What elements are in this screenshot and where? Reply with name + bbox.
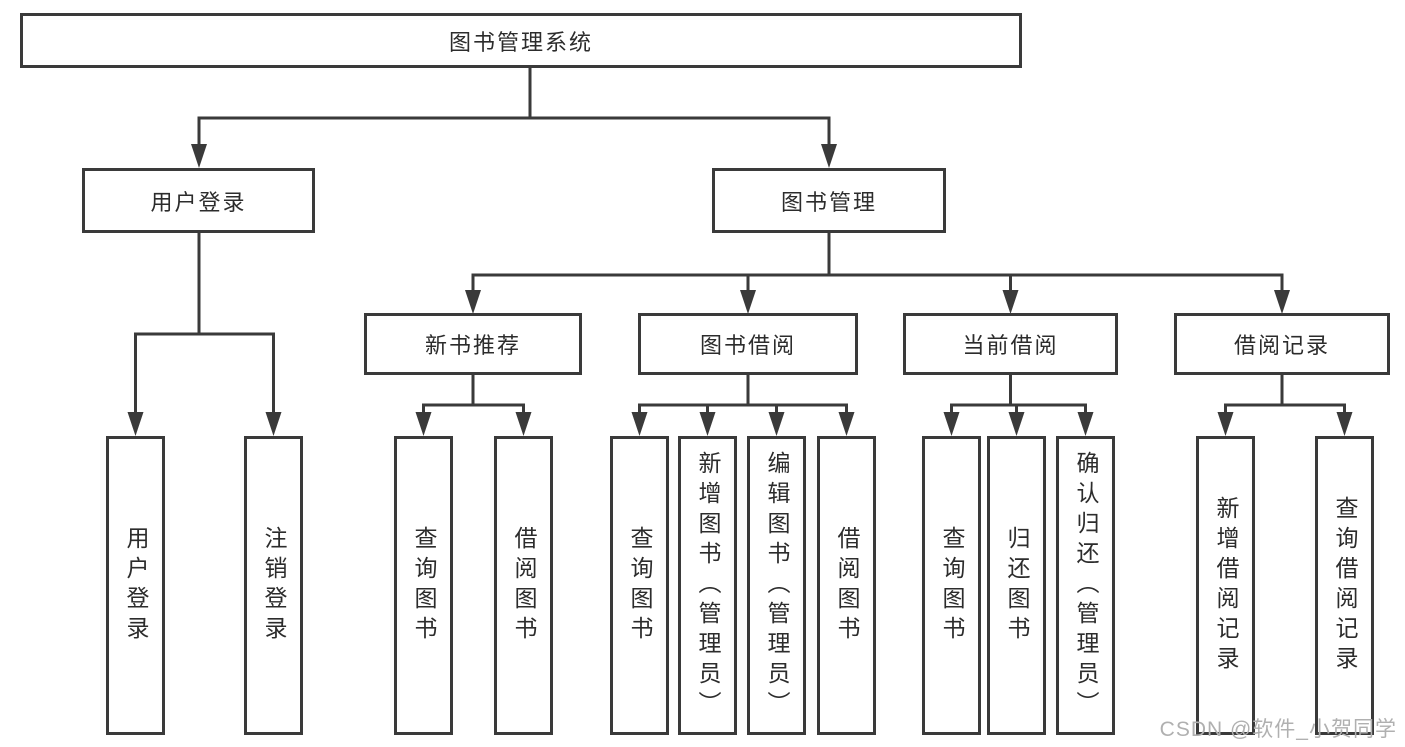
node-root-library-system: 图书管理系统: [20, 13, 1022, 68]
leaf-edit-book-admin-label: 编辑图书（管理员）: [764, 450, 790, 721]
leaf-edit-book-admin: 编辑图书（管理员）: [747, 436, 806, 735]
node-current-borrowing: 当前借阅: [903, 313, 1118, 375]
leaf-borrow-book: 借阅图书: [817, 436, 876, 735]
leaf-add-book-admin-label: 新增图书（管理员）: [695, 450, 721, 721]
leaf-add-borrow-record-label: 新增借阅记录: [1213, 495, 1239, 676]
connector-borrowing-records-to-leaves: [1217, 375, 1353, 436]
node-new-book-recommend: 新书推荐: [364, 313, 582, 375]
csdn-watermark: CSDN @软件_小贺同学: [1159, 718, 1397, 741]
node-root-library-system-label: 图书管理系统: [448, 29, 593, 55]
leaf-return-book-label: 归还图书: [1004, 525, 1030, 646]
leaf-confirm-return-admin: 确认归还（管理员）: [1056, 436, 1115, 735]
leaf-user-login-label: 用户登录: [123, 525, 149, 646]
connector-root-to-level2: [191, 68, 837, 168]
node-new-book-recommend-label: 新书推荐: [424, 333, 521, 358]
leaf-borrow-book-recommend-label: 借阅图书: [511, 525, 537, 646]
node-current-borrowing-label: 当前借阅: [962, 333, 1059, 358]
connector-new-book-recommend-to-leaves: [415, 375, 532, 436]
leaf-user-login: 用户登录: [106, 436, 165, 735]
connector-book-management-to-level3: [465, 233, 1290, 314]
leaf-borrow-book-label: 借阅图书: [834, 525, 860, 646]
leaf-borrow-book-recommend: 借阅图书: [494, 436, 553, 735]
leaf-query-book-recommend-label: 查询图书: [411, 525, 437, 646]
leaf-return-book: 归还图书: [987, 436, 1046, 735]
node-borrowing-records-label: 借阅记录: [1233, 333, 1330, 358]
node-book-borrowing: 图书借阅: [638, 313, 858, 375]
leaf-query-borrow-record: 查询借阅记录: [1315, 436, 1374, 735]
node-user-login: 用户登录: [82, 168, 315, 233]
connector-book-borrowing-to-leaves: [631, 375, 855, 436]
leaf-query-book-recommend: 查询图书: [394, 436, 453, 735]
connector-current-borrowing-to-leaves: [943, 375, 1094, 436]
node-user-login-label: 用户登录: [150, 189, 247, 215]
leaf-query-book-borrow: 查询图书: [610, 436, 669, 735]
connector-user-login-to-leaves: [127, 233, 282, 436]
leaf-logout: 注销登录: [244, 436, 303, 735]
leaf-confirm-return-admin-label: 确认归还（管理员）: [1073, 450, 1099, 721]
node-book-management: 图书管理: [712, 168, 946, 233]
leaf-query-book-current: 查询图书: [922, 436, 981, 735]
leaf-query-book-borrow-label: 查询图书: [627, 525, 653, 646]
leaf-add-book-admin: 新增图书（管理员）: [678, 436, 737, 735]
leaf-add-borrow-record: 新增借阅记录: [1196, 436, 1255, 735]
node-book-borrowing-label: 图书借阅: [699, 333, 796, 358]
node-book-management-label: 图书管理: [780, 189, 877, 215]
leaf-logout-label: 注销登录: [261, 525, 287, 646]
leaf-query-book-current-label: 查询图书: [939, 525, 965, 646]
leaf-query-borrow-record-label: 查询借阅记录: [1332, 495, 1358, 676]
node-borrowing-records: 借阅记录: [1174, 313, 1390, 375]
